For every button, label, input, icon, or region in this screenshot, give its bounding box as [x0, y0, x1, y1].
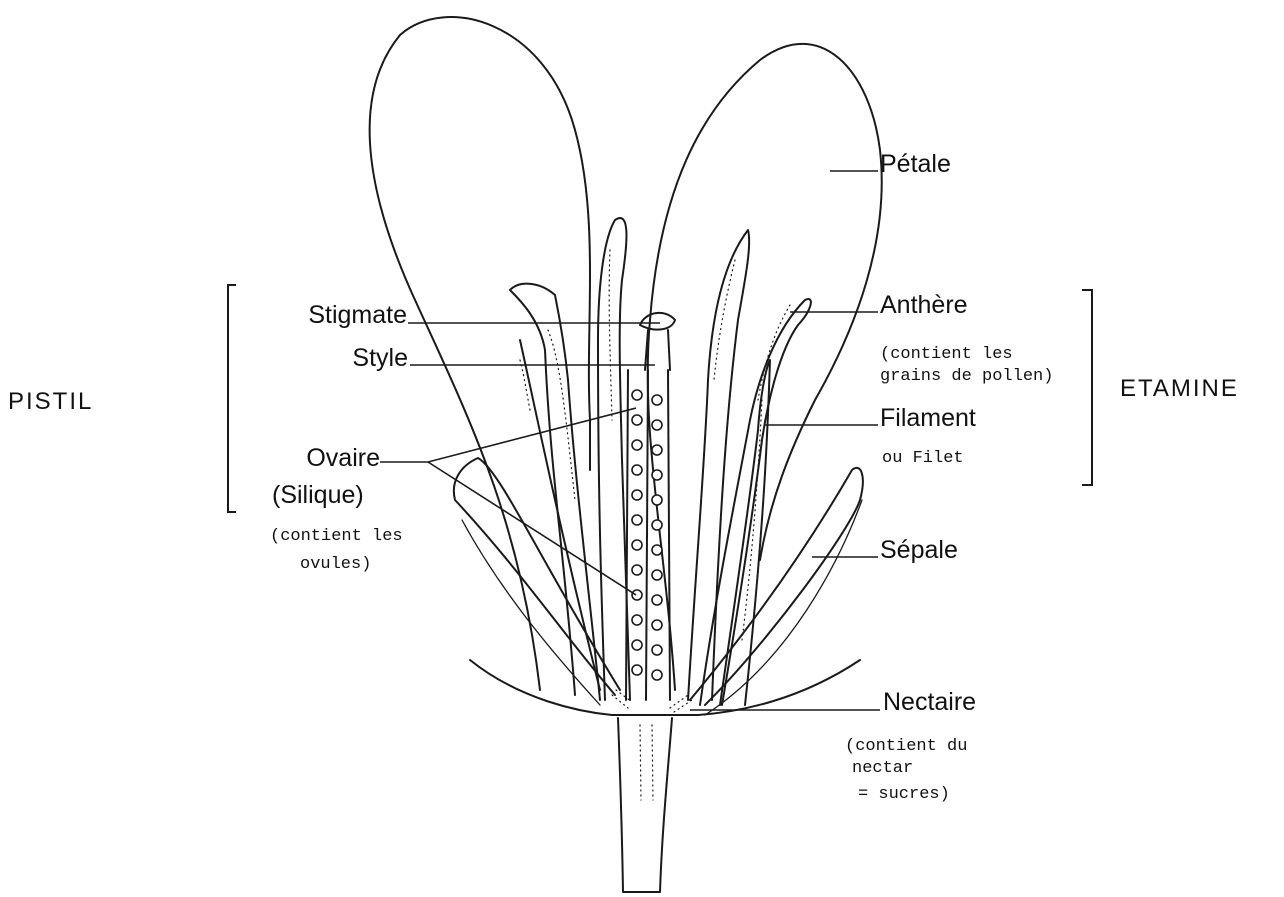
peduncle	[618, 718, 672, 892]
peduncle-dots	[640, 725, 653, 800]
label-sepale: Sépale	[880, 536, 958, 564]
label-nectaire: Nectaire	[883, 688, 976, 716]
label-anthere-note-1: (contient les	[880, 345, 1013, 364]
label-nectaire-note-3: = sucres)	[858, 785, 950, 804]
stamen-right-1	[688, 230, 749, 700]
label-etamine: ETAMINE	[1120, 375, 1239, 402]
label-petale: Pétale	[880, 150, 951, 178]
receptacle	[470, 660, 860, 715]
label-filament: Filament	[880, 404, 976, 432]
left-sepal-outer	[462, 520, 600, 705]
label-anthere: Anthère	[880, 291, 968, 319]
stamen-left-2-dots	[609, 250, 612, 420]
label-anthere-note-2: grains de pollen)	[880, 367, 1053, 386]
stigma	[640, 313, 675, 330]
label-filament-alt: ou Filet	[882, 449, 964, 468]
bracket-pistil	[228, 285, 236, 512]
stamen-right-2	[700, 299, 811, 705]
right-sepal	[690, 468, 863, 705]
label-ovaire-note-2: ovules)	[300, 555, 371, 574]
label-silique: (Silique)	[272, 481, 364, 509]
label-style: Style	[352, 344, 408, 372]
label-nectaire-note-1: (contient du	[845, 737, 967, 756]
label-stigmate: Stigmate	[308, 301, 407, 329]
label-ovaire-note-1: (contient les	[270, 527, 403, 546]
bracket-etamine	[1082, 290, 1092, 485]
label-ovaire: Ovaire	[306, 444, 380, 472]
label-pistil: PISTIL	[8, 388, 93, 415]
stamen-left-2	[598, 218, 630, 700]
label-nectaire-note-2: nectar	[852, 759, 913, 778]
stamen-left-3-dots	[520, 360, 530, 410]
